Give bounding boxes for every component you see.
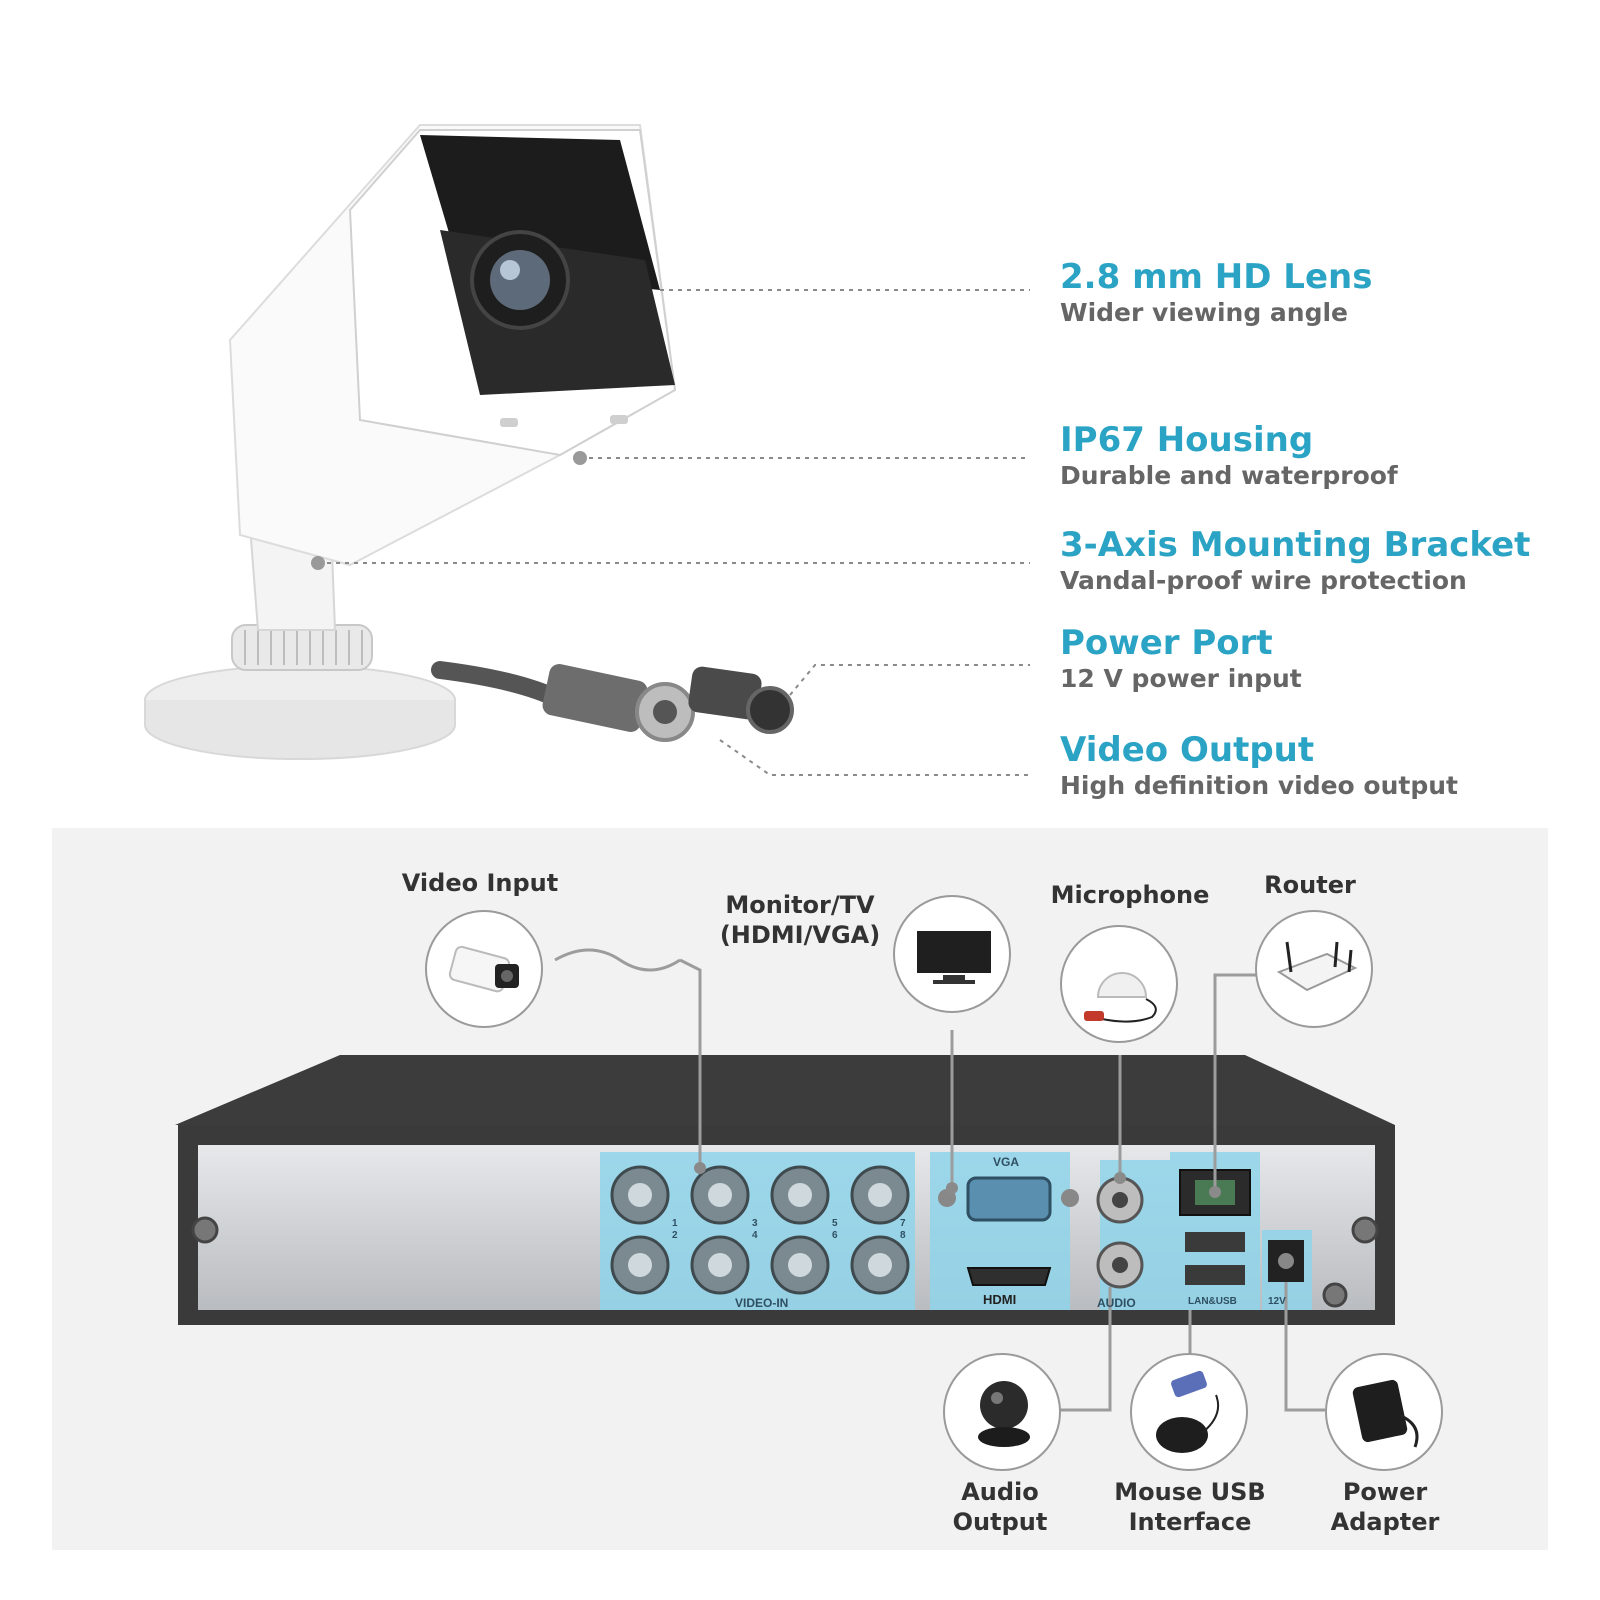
audio-output-label: Audio Output: [952, 1478, 1048, 1536]
channel-number: 7: [900, 1218, 906, 1229]
power-label: 12V: [1268, 1296, 1286, 1307]
vga-label: VGA: [993, 1155, 1020, 1169]
feature-title: IP67 Housing: [1060, 420, 1314, 460]
channel-number: 8: [900, 1230, 906, 1241]
feature-power-port: Power Port 12 V power input: [1060, 623, 1302, 695]
feature-title: Power Port: [1060, 623, 1273, 663]
power-adapter-icon: [1325, 1353, 1443, 1471]
monitor-icon: [893, 895, 1011, 1013]
feature-video-output: Video Output High definition video outpu…: [1060, 730, 1458, 802]
feature-subtitle: High definition video output: [1060, 771, 1458, 800]
hdmi-label: HDMI: [983, 1292, 1017, 1307]
feature-housing: IP67 Housing Durable and waterproof: [1060, 420, 1398, 492]
mouse-usb-label: Mouse USB Interface: [1114, 1478, 1266, 1536]
channel-number: 3: [752, 1218, 758, 1229]
mouse-icon: [1130, 1353, 1248, 1471]
feature-subtitle: Wider viewing angle: [1060, 298, 1349, 327]
lan-usb-label: LAN&USB: [1188, 1296, 1237, 1307]
feature-subtitle: 12 V power input: [1060, 664, 1302, 693]
channel-number: 6: [832, 1230, 838, 1241]
feature-bracket: 3-Axis Mounting Bracket Vandal-proof wir…: [1060, 525, 1530, 597]
feature-title: 2.8 mm HD Lens: [1060, 257, 1373, 297]
router-label: Router: [1264, 871, 1356, 899]
audio-label: AUDIO: [1097, 1296, 1136, 1310]
channel-number: 1: [672, 1218, 678, 1229]
router-icon: [1255, 910, 1373, 1028]
channel-number: 4: [752, 1230, 758, 1241]
feature-title: 3-Axis Mounting Bracket: [1060, 525, 1531, 565]
microphone-label: Microphone: [1050, 881, 1210, 909]
feature-subtitle: Vandal-proof wire protection: [1060, 566, 1467, 595]
microphone-icon: [1060, 925, 1178, 1043]
monitor-tv-label: Monitor/TV (HDMI/VGA): [719, 891, 881, 949]
feature-lens: 2.8 mm HD Lens Wider viewing angle: [1060, 257, 1372, 329]
channel-number: 2: [672, 1230, 678, 1241]
channel-number: 5: [832, 1218, 838, 1229]
speaker-icon: [943, 1353, 1061, 1471]
camera-icon: [425, 910, 543, 1028]
feature-subtitle: Durable and waterproof: [1060, 461, 1398, 490]
power-adapter-label: Power Adapter: [1330, 1478, 1440, 1536]
video-in-label: VIDEO-IN: [735, 1296, 789, 1310]
bullet-camera-illustration: [144, 124, 1030, 776]
video-input-label: Video Input: [401, 869, 559, 897]
feature-title: Video Output: [1060, 730, 1315, 770]
